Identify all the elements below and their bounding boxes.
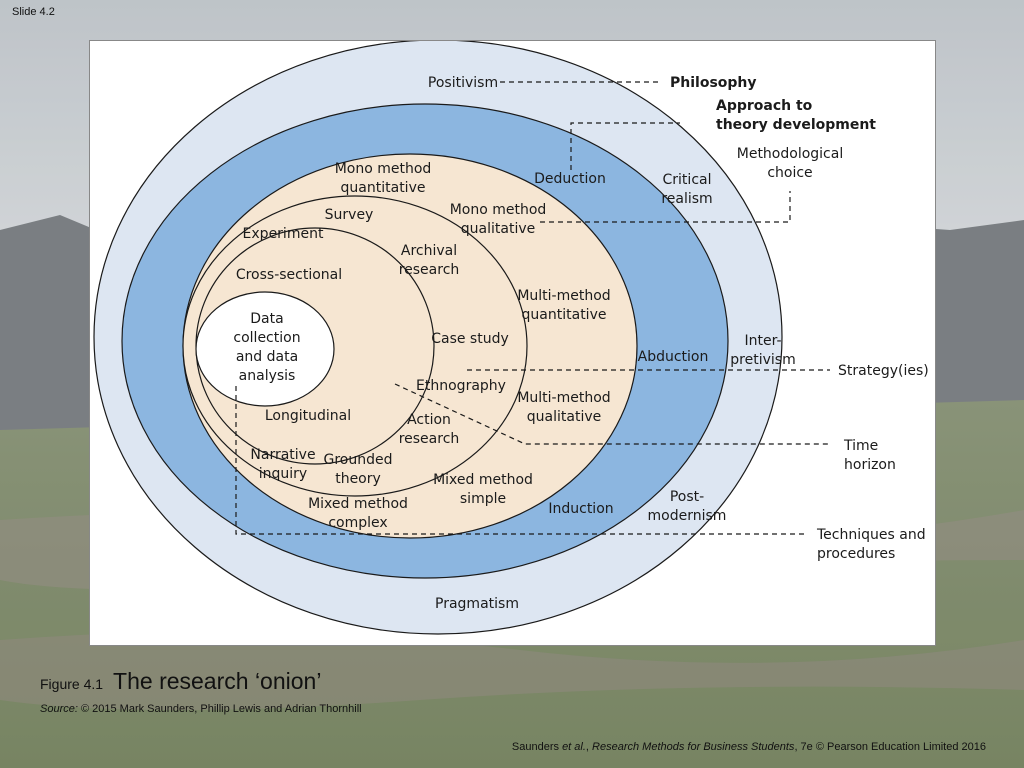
mono-qual-label-2: qualitative <box>461 221 535 237</box>
source-text: © 2015 Mark Saunders, Phillip Lewis and … <box>77 703 362 715</box>
techniques-leader <box>235 386 806 535</box>
method-leader <box>540 191 791 223</box>
mono-qual-label-1: Mono method <box>450 202 547 218</box>
time-horizon-callout-1: Time <box>843 438 878 454</box>
mono-quant-label-2: quantitative <box>341 180 426 196</box>
techniques-callout-2: procedures <box>817 546 895 562</box>
narrative-inquiry-label-1: Narrative <box>250 447 315 463</box>
action-research-label-2: research <box>399 431 460 447</box>
citation-et-al: et al. <box>562 741 586 753</box>
mixed-complex-label-1: Mixed method <box>308 496 408 512</box>
mixed-complex-label-2: complex <box>328 515 387 531</box>
slide-number: Slide 4.2 <box>12 6 55 18</box>
techniques-callout-1: Techniques and <box>816 527 926 543</box>
philosophy-callout: Philosophy <box>670 75 757 91</box>
archival-research-label-2: research <box>399 262 460 278</box>
citation-book-title: Research Methods for Business Students <box>592 741 795 753</box>
multi-qual-label-2: qualitative <box>527 409 601 425</box>
approach-leader <box>570 122 680 170</box>
multi-quant-label-2: quantitative <box>522 307 607 323</box>
experiment-label: Experiment <box>243 226 324 242</box>
multi-quant-label-1: Multi-method <box>517 288 610 304</box>
multi-qual-label-1: Multi-method <box>517 390 610 406</box>
figure-source: Source: © 2015 Mark Saunders, Phillip Le… <box>40 703 362 715</box>
core-label-3: and data <box>236 349 298 365</box>
longitudinal-label: Longitudinal <box>265 408 351 424</box>
mixed-simple-label-2: simple <box>460 491 506 507</box>
abduction-label: Abduction <box>638 349 709 365</box>
postmodernism-label-2: modernism <box>648 508 727 524</box>
methodological-choice-callout-2: choice <box>767 165 812 181</box>
source-label: Source: <box>40 703 78 715</box>
deduction-label: Deduction <box>534 171 606 187</box>
core-label-2: collection <box>233 330 300 346</box>
interpretivism-label-1: Inter- <box>744 333 781 349</box>
time-horizon-callout-2: horizon <box>844 457 896 473</box>
archival-research-label-1: Archival <box>401 243 457 259</box>
citation-sep: , <box>585 741 593 753</box>
approach-callout-2: theory development <box>716 117 876 133</box>
research-onion-diagram: Positivism Critical realism Inter- preti… <box>93 41 929 635</box>
induction-label: Induction <box>548 501 613 517</box>
postmodernism-label-1: Post- <box>670 489 704 505</box>
citation-edition: , 7e © Pearson Education Limited 2016 <box>794 741 986 753</box>
grounded-theory-label-1: Grounded <box>324 452 393 468</box>
action-research-label-1: Action <box>407 412 451 428</box>
time-horizon-leader <box>394 383 830 445</box>
footer-citation: Saunders et al., Research Methods for Bu… <box>512 741 986 753</box>
positivism-label: Positivism <box>428 75 498 91</box>
approach-callout-1: Approach to <box>716 98 813 114</box>
core-label-4: analysis <box>239 368 296 384</box>
core-label-1: Data <box>250 311 283 327</box>
critical-realism-label-1: Critical <box>663 172 712 188</box>
citation-authors: Saunders <box>511 741 563 753</box>
figure-panel: Positivism Critical realism Inter- preti… <box>89 40 936 646</box>
figure-number: Figure 4.1 <box>40 676 104 692</box>
mixed-simple-label-1: Mixed method <box>433 472 533 488</box>
interpretivism-label-2: pretivism <box>730 352 795 368</box>
leader-lines <box>235 81 830 535</box>
figure-caption: Figure 4.1 The research ‘onion’ <box>40 668 321 695</box>
narrative-inquiry-label-2: inquiry <box>259 466 307 482</box>
ethnography-label: Ethnography <box>416 378 506 394</box>
core-ellipse <box>195 291 335 407</box>
cross-sectional-label: Cross-sectional <box>236 267 342 283</box>
methodological-choice-callout-1: Methodological <box>737 146 843 162</box>
strategy-callout: Strategy(ies) <box>838 363 929 379</box>
case-study-label: Case study <box>431 331 509 347</box>
critical-realism-label-2: realism <box>661 191 712 207</box>
figure-title: The research ‘onion’ <box>113 668 322 694</box>
grounded-theory-label-2: theory <box>335 471 381 487</box>
mono-quant-label-1: Mono method <box>335 161 432 177</box>
survey-label: Survey <box>325 207 374 223</box>
pragmatism-label: Pragmatism <box>435 596 519 612</box>
